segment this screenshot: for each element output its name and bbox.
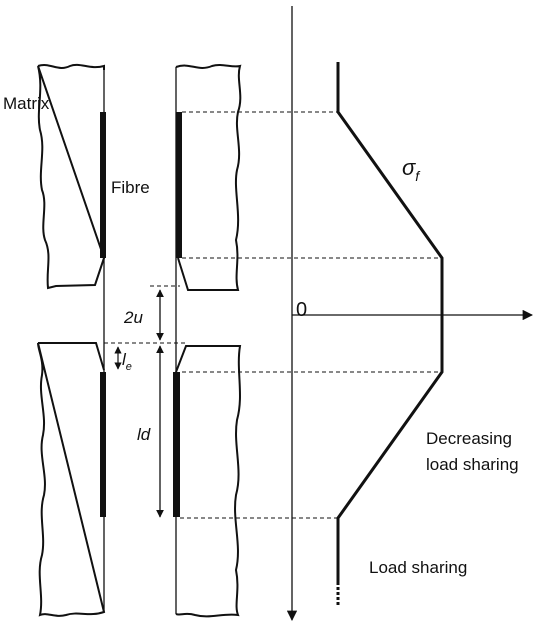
interface-bar-upper-left [100,112,106,258]
lower-matrix-block [37,342,242,618]
load-sharing-label: Load sharing [369,558,467,577]
sigma-main: σ [402,155,416,180]
interface-bar-lower-left [100,372,106,517]
le-sub: e [126,361,132,373]
decreasing-load-sharing-line2: load sharing [426,455,519,474]
le-main: l [122,350,127,369]
fibre-label: Fibre [111,178,150,197]
fibre-stress-profile [336,62,444,585]
ld-label: ld [137,425,151,444]
gap-label: 2u [123,308,143,327]
origin-label: 0 [296,299,307,321]
interface-bar-upper-right [176,112,182,258]
decreasing-load-sharing-line1: Decreasing [426,429,512,448]
sigma-sub: f [415,168,421,184]
sigma-f-label: σf [402,155,421,184]
matrix-label: Matrix [3,94,50,113]
upper-matrix-block [37,63,242,291]
le-label: le [122,350,132,373]
interface-bar-lower-right [173,372,180,517]
